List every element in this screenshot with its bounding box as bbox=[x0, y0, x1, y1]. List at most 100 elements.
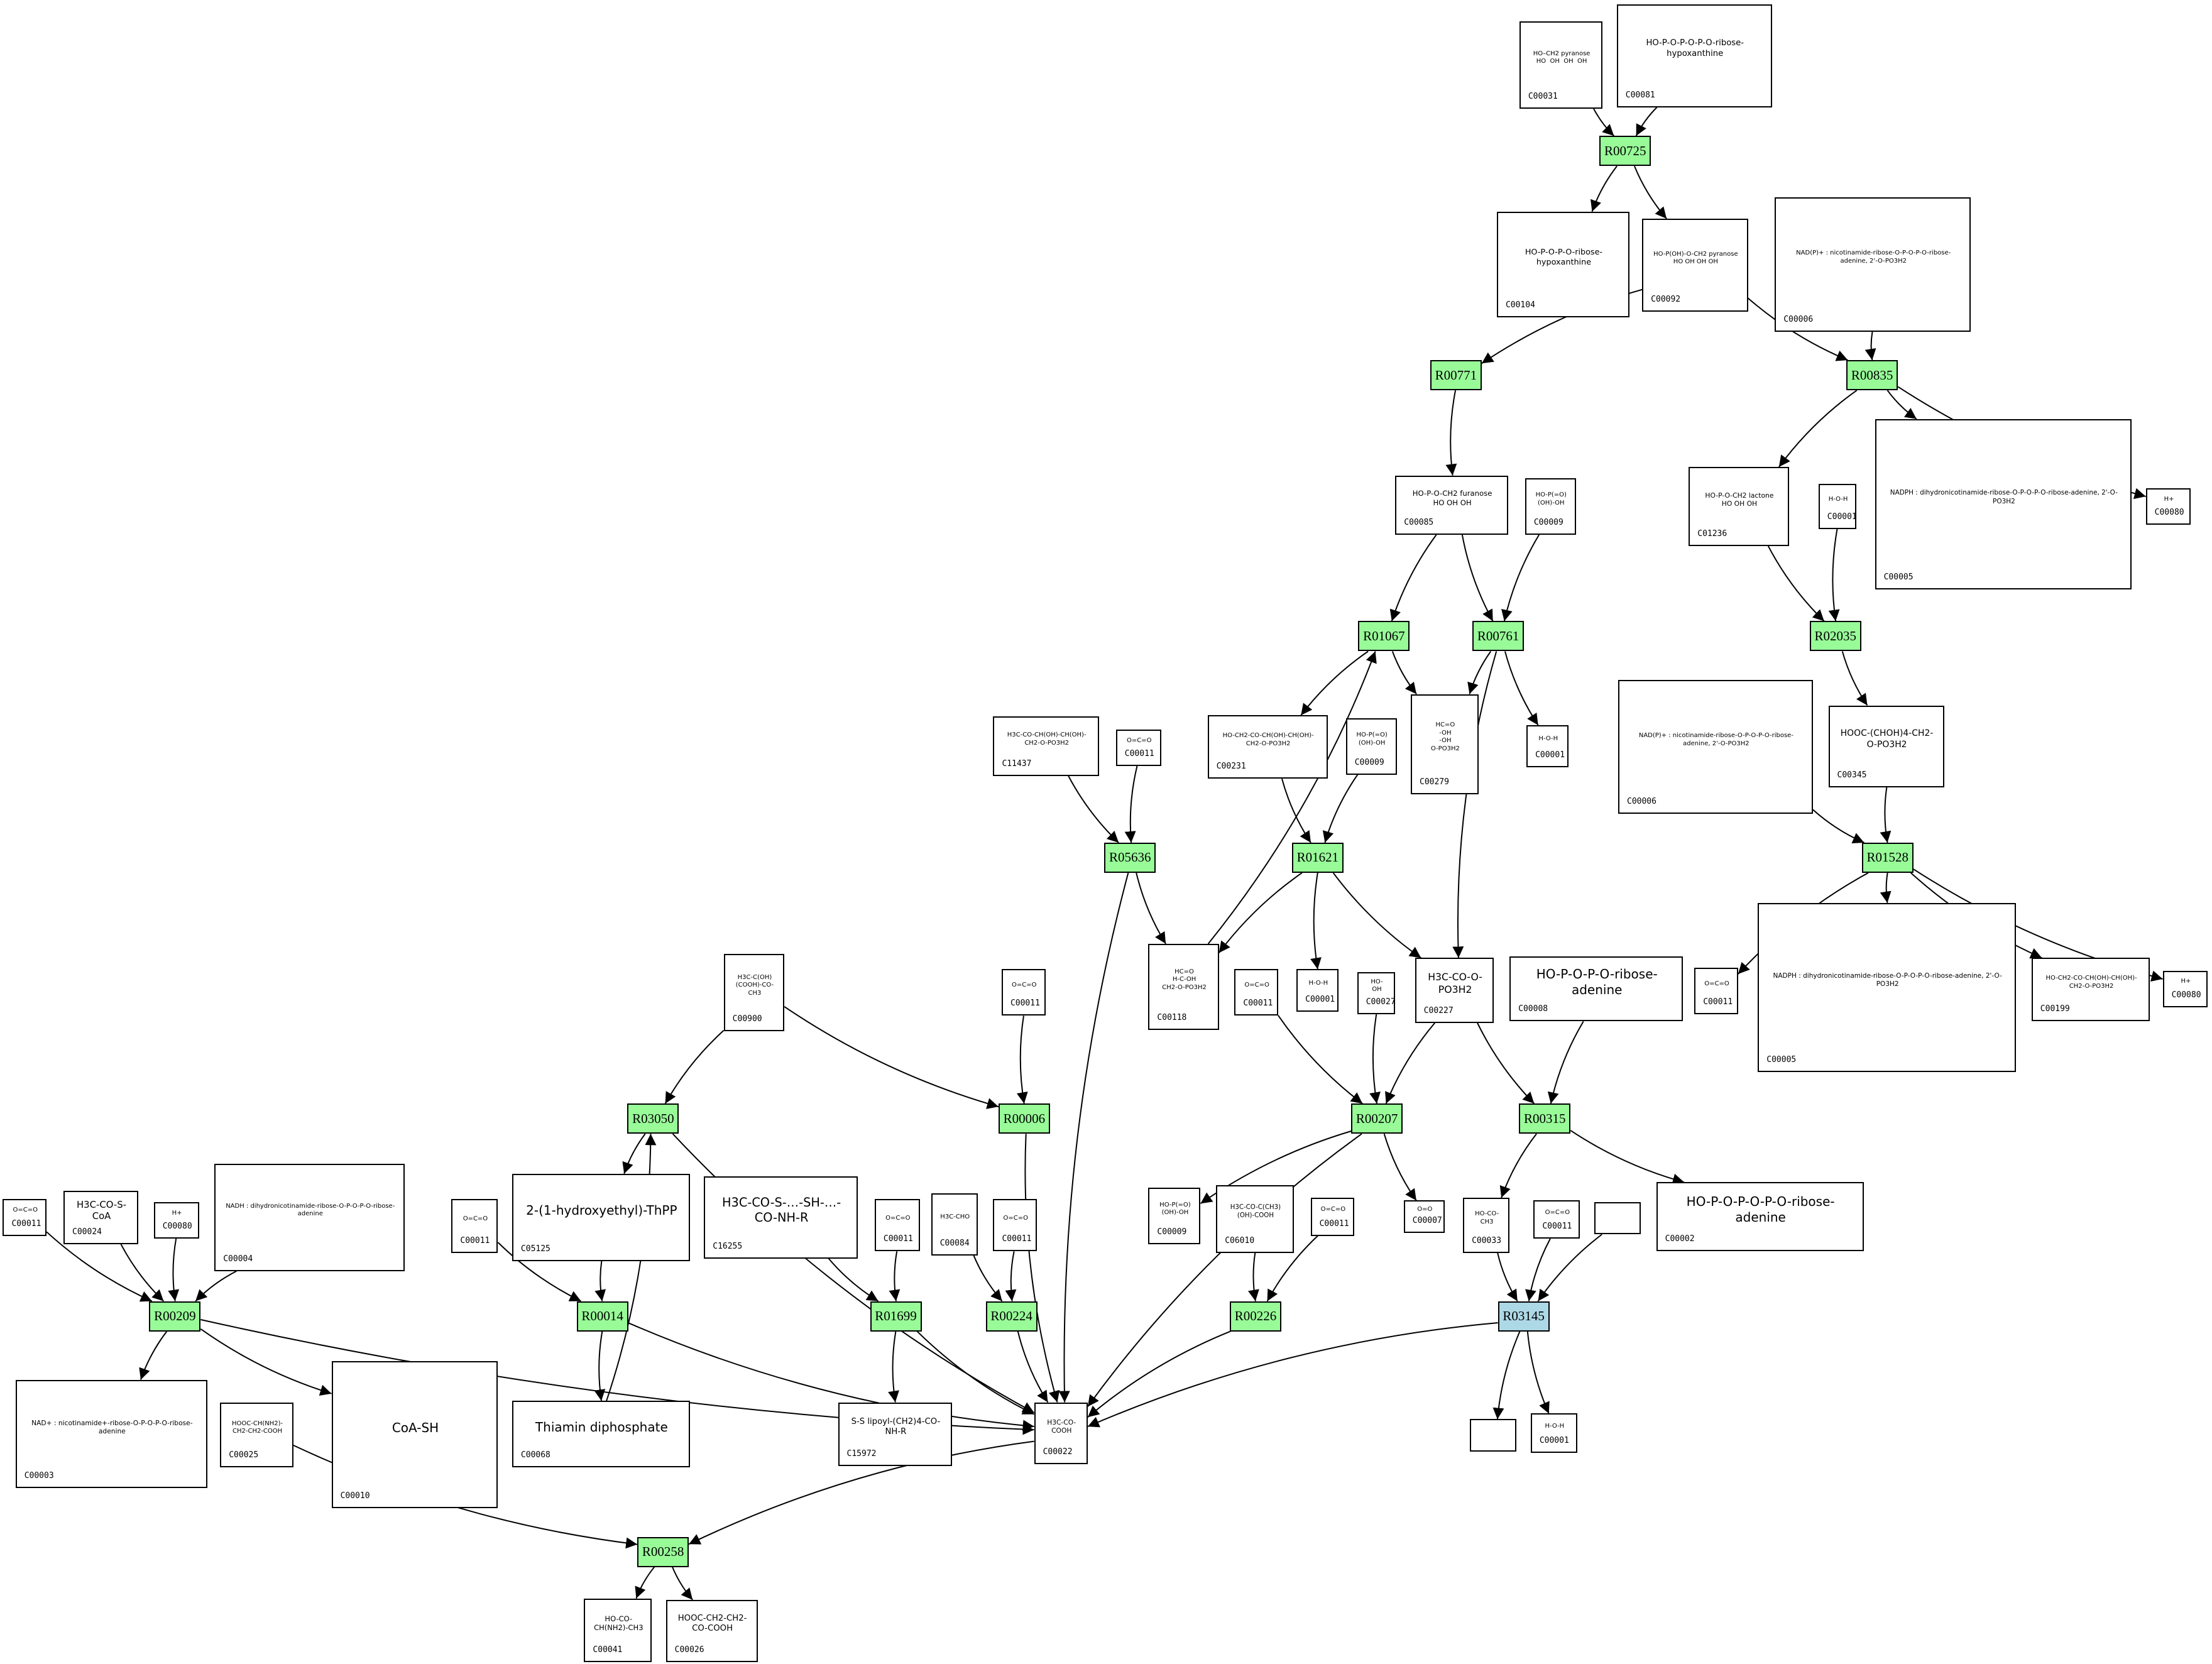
compound-node-c00080[interactable]: H+C00080 bbox=[2162, 970, 2208, 1007]
edge-R03145-to-c00022 bbox=[1087, 1322, 1498, 1428]
reaction-node-r00226[interactable]: R00226 bbox=[1230, 1301, 1282, 1332]
compound-id-label: C00010 bbox=[340, 1491, 370, 1501]
compound-id-label: C00005 bbox=[1883, 572, 1914, 583]
structure-drawing: H+ bbox=[172, 1209, 182, 1217]
reaction-node-r05636[interactable]: R05636 bbox=[1104, 842, 1156, 873]
compound-node-blank[interactable] bbox=[1594, 1201, 1641, 1235]
structure-drawing: H3C-CO-C(CH3)(OH)-COOH bbox=[1230, 1203, 1281, 1219]
edge-R01528-to-c00005b bbox=[1880, 872, 1892, 903]
reaction-node-r01621[interactable]: R01621 bbox=[1291, 842, 1344, 873]
compound-id-label: C00005 bbox=[1766, 1055, 1797, 1065]
edge-c05125-to-R00014 bbox=[594, 1261, 606, 1301]
reaction-node-r00207[interactable]: R00207 bbox=[1351, 1103, 1403, 1134]
compound-node-c00003[interactable]: NAD+ : nicotinamide+-ribose-O-P-O-P-O-ri… bbox=[15, 1379, 207, 1489]
compound-node-blank[interactable] bbox=[1470, 1419, 1517, 1452]
reaction-node-r01699[interactable]: R01699 bbox=[870, 1301, 922, 1332]
compound-node-c00080[interactable]: H+C00080 bbox=[2145, 488, 2191, 525]
compound-id-label: C00006 bbox=[1783, 314, 1814, 324]
compound-id-label: C01236 bbox=[1697, 528, 1727, 539]
edge-R05636-to-c00022 bbox=[1058, 872, 1129, 1403]
reaction-node-r01067[interactable]: R01067 bbox=[1358, 621, 1410, 652]
reaction-node-r02035[interactable]: R02035 bbox=[1809, 621, 1861, 652]
reaction-node-r00315[interactable]: R00315 bbox=[1519, 1103, 1571, 1134]
compound-id-label: C16255 bbox=[713, 1241, 743, 1251]
compound-node-c00005[interactable]: NADPH : dihydronicotinamide-ribose-O-P-O… bbox=[1875, 419, 2132, 590]
structure-drawing bbox=[1479, 1428, 1509, 1429]
edge-c00084-to-R00224 bbox=[973, 1255, 1003, 1302]
compound-node-c00006[interactable]: NAD(P)+ : nicotinamide-ribose-O-P-O-P-O-… bbox=[1775, 197, 1971, 332]
structure-drawing: H-O-H bbox=[1538, 735, 1558, 743]
compound-node-c00005[interactable]: NADPH : dihydronicotinamide-ribose-O-P-O… bbox=[1758, 902, 2017, 1073]
compound-node-c00080[interactable]: H+C00080 bbox=[153, 1201, 199, 1239]
reaction-node-r00224[interactable]: R00224 bbox=[985, 1301, 1038, 1332]
reaction-node-r03050[interactable]: R03050 bbox=[627, 1103, 679, 1134]
edge-R00224-to-c00022 bbox=[1017, 1331, 1049, 1403]
edge-c00006b-to-R01528 bbox=[1812, 809, 1864, 843]
reaction-node-r00006[interactable]: R00006 bbox=[998, 1103, 1050, 1134]
compound-node-c00004[interactable]: NADH : dihydronicotinamide-ribose-O-P-O-… bbox=[214, 1164, 405, 1271]
reaction-node-r00761[interactable]: R00761 bbox=[1472, 621, 1525, 652]
reaction-node-r00725[interactable]: R00725 bbox=[1599, 136, 1651, 167]
reaction-node-r00209[interactable]: R00209 bbox=[149, 1301, 201, 1332]
reaction-node-r00014[interactable]: R00014 bbox=[576, 1301, 628, 1332]
edge-c00900-to-R00006 bbox=[784, 1006, 999, 1109]
reaction-node-r01528[interactable]: R01528 bbox=[1861, 842, 1914, 873]
edge-c06010-to-R00226 bbox=[1248, 1252, 1259, 1301]
edge-c00092-to-R00835 bbox=[1747, 297, 1848, 361]
compound-node-c00006[interactable]: NAD(P)+ : nicotinamide-ribose-O-P-O-P-O-… bbox=[1618, 680, 1813, 814]
reaction-node-r00771[interactable]: R00771 bbox=[1430, 360, 1482, 391]
reaction-node-r00835[interactable]: R00835 bbox=[1846, 360, 1898, 391]
reaction-node-r00258[interactable]: R00258 bbox=[637, 1536, 689, 1567]
reaction-node-r03145[interactable]: R03145 bbox=[1497, 1301, 1550, 1332]
structure-drawing: HO-P(=O)(OH)-OH bbox=[1356, 731, 1388, 747]
